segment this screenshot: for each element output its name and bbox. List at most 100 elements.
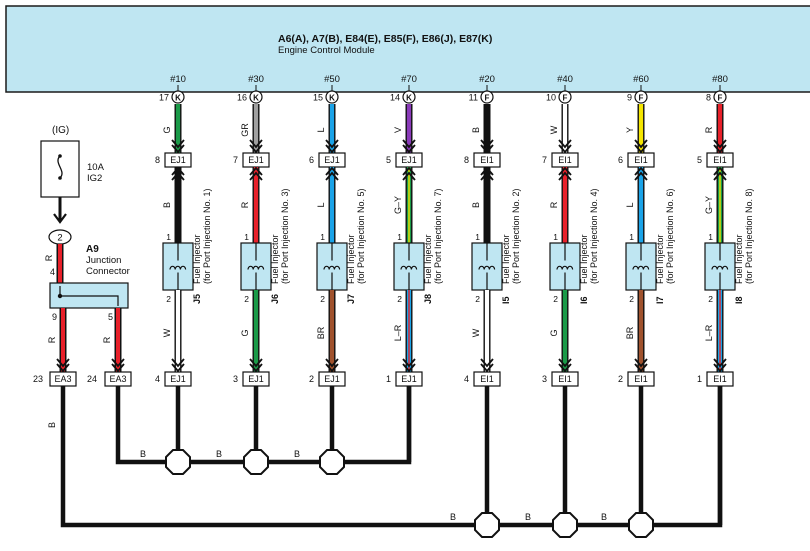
top-connector-pin: 6 (618, 155, 623, 165)
ecm-pin-number: 11 (469, 92, 478, 102)
jc-pin-top: 4 (50, 267, 55, 277)
arrow-down-icon (53, 213, 67, 224)
injector-coil-icon (169, 265, 187, 270)
injector-feed-double-arrow-icon (171, 166, 185, 181)
injector-coil-icon (400, 265, 418, 270)
ecm-terminal-label: #20 (479, 74, 495, 85)
ecm-connectors-label: A6(A), A7(B), E84(E), E85(F), E86(J), E8… (278, 33, 492, 45)
ig-label: (IG) (52, 125, 69, 136)
ecm-wire-double-arrow-icon (713, 139, 727, 154)
ecm-terminal-label: #80 (712, 74, 728, 85)
injector-pin-1: 1 (708, 232, 713, 242)
injector-pin-1: 1 (629, 232, 634, 242)
return-wire-double-arrow-icon (713, 358, 727, 373)
jc-pin-left: 9 (52, 312, 57, 322)
bottom-connector-pin: 4 (464, 374, 469, 384)
injector-name: Fuel Injector (579, 234, 589, 284)
injector-pin-2: 2 (553, 294, 558, 304)
jc-right-wire-color: R (102, 336, 112, 343)
fuse-box (40, 140, 80, 198)
bottom-connector-pin: 2 (309, 374, 314, 384)
ecm-wire-color: B (471, 127, 481, 133)
ecm-terminal-label: #40 (557, 74, 573, 85)
ecm-terminal-label: #10 (170, 74, 186, 85)
ecm-terminal-label: #30 (248, 74, 264, 85)
bottom-connector-label: EI1 (558, 374, 572, 384)
ground-junction-node (474, 512, 500, 538)
injector-return-wire-color: W (471, 328, 481, 337)
fuse-terminal-top-icon (58, 154, 62, 158)
bottom-connector-label: EI1 (480, 374, 494, 384)
injector-name: Fuel Injector (655, 234, 665, 284)
ecm-pin-connector: F (485, 93, 490, 102)
ecm-terminal-label: #60 (633, 74, 649, 85)
injector-description: (for Port Injection No. 3) (280, 188, 290, 284)
ecm-name-label: Engine Control Module (278, 45, 375, 56)
injector-description: (for Port Injection No. 6) (665, 188, 675, 284)
top-connector-pin: 8 (155, 155, 160, 165)
ecm-wire-color: G (162, 126, 172, 133)
injector-return-wire-color: W (162, 328, 172, 337)
top-connector-label: EJ1 (170, 155, 186, 165)
injector-coil-icon (556, 265, 574, 270)
injector-feed-wire-color: R (549, 201, 559, 208)
injector-coil-icon (632, 265, 650, 270)
injector-coil-icon (323, 265, 341, 270)
injector-description: (for Port Injection No. 2) (511, 188, 521, 284)
ecm-wire-color: V (393, 127, 403, 133)
injector-feed-double-arrow-icon (634, 166, 648, 181)
top-connector-label: EJ1 (248, 155, 264, 165)
ecm-pin-connector: K (253, 93, 259, 102)
injector-pin-1: 1 (244, 232, 249, 242)
ecm-wire-color: L (316, 127, 326, 132)
ground-junction-node (552, 512, 578, 538)
ecm-pin-connector: F (639, 93, 644, 102)
lower-ground-bus (60, 386, 723, 528)
jc-input-wire-color: R (44, 254, 54, 261)
injector-pin-1: 1 (475, 232, 480, 242)
bottom-connector-label: EI1 (634, 374, 648, 384)
ecm-wire-double-arrow-icon (558, 139, 572, 154)
jc-left-double-arrow-icon (56, 358, 70, 373)
injector-id: J5 (192, 294, 202, 304)
injector-coil-icon (247, 265, 265, 270)
bottom-connector-pin: 3 (542, 374, 547, 384)
ecm-pin-connector: F (718, 93, 723, 102)
injector-id: I8 (734, 296, 744, 304)
ground-junction-node (165, 449, 191, 475)
upper-bus-wire-color-2: B (216, 449, 222, 459)
injector-pin-1: 1 (166, 232, 171, 242)
injector-feed-wire-color: L (316, 202, 326, 207)
injector-feed-double-arrow-icon (325, 166, 339, 181)
lower-bus-wire-color-2: B (525, 512, 531, 522)
injector-name: Fuel Injector (734, 234, 744, 284)
jc-left-wire-color: R (47, 336, 57, 343)
fuse-rating: 10A (87, 162, 105, 173)
top-connector-label: EI1 (558, 155, 572, 165)
injector-name: Fuel Injector (346, 234, 356, 284)
ecm-wire-double-arrow-icon (402, 139, 416, 154)
injector-feed-double-arrow-icon (249, 166, 263, 181)
ecm-pin-number: 9 (627, 92, 632, 102)
ecm-wire-double-arrow-icon (480, 139, 494, 154)
injector-pin-2: 2 (397, 294, 402, 304)
top-connector-label: EI1 (634, 155, 648, 165)
ground-junction-node (628, 512, 654, 538)
injector-id: J7 (346, 294, 356, 304)
injector-feed-double-arrow-icon (713, 166, 727, 181)
upper-bus-wire-color-3: B (294, 449, 300, 459)
ecm-pin-connector: K (175, 93, 181, 102)
bottom-connector-pin: 1 (697, 374, 702, 384)
injector-return-wire-color: L–R (393, 324, 403, 341)
upper-ground-bus (115, 386, 412, 465)
ea3-left-pin: 23 (33, 374, 43, 384)
